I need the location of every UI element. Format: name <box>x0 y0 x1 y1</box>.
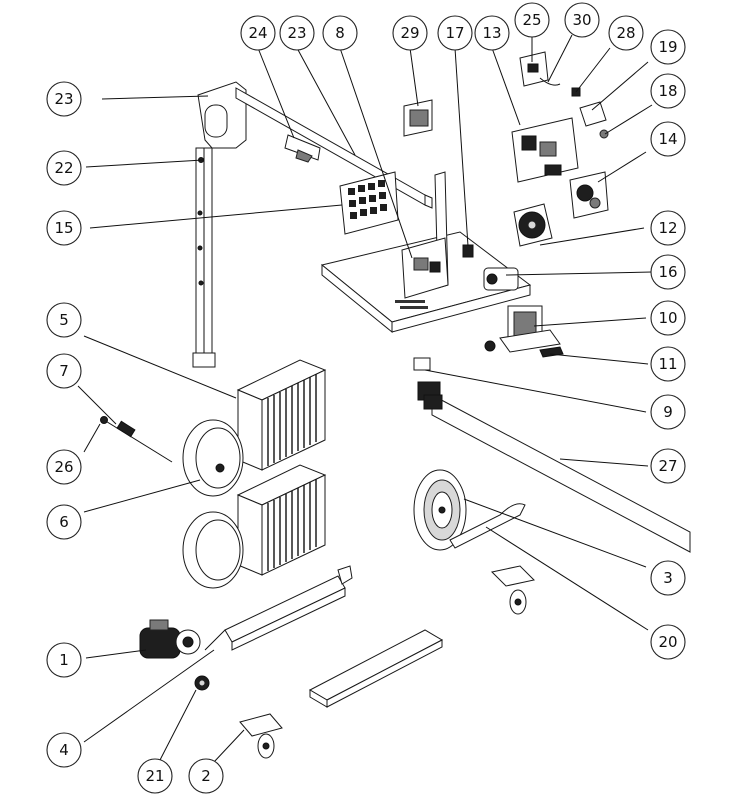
callout-14: 14 <box>650 121 686 157</box>
fan-shroud-upper <box>182 419 244 497</box>
callout-label: 24 <box>248 24 267 42</box>
cooling-fan <box>513 203 553 247</box>
callout-label: 16 <box>658 263 677 281</box>
callout-label: 7 <box>59 362 69 380</box>
callout-10: 10 <box>650 300 686 336</box>
callout-5: 5 <box>46 302 82 338</box>
top-rail <box>235 87 433 209</box>
callout-label: 29 <box>400 24 419 42</box>
label-plate <box>579 101 607 127</box>
frame-column <box>192 81 247 368</box>
fuse-holder <box>484 340 496 352</box>
callout-label: 5 <box>59 311 69 329</box>
callout-label: 10 <box>658 309 677 327</box>
pump <box>139 619 201 659</box>
callout-label: 13 <box>482 24 501 42</box>
callout-label: 12 <box>658 219 677 237</box>
callout-label: 2 <box>201 767 211 785</box>
callout-label: 4 <box>59 741 69 759</box>
transformer-small <box>403 99 433 137</box>
drive-bar <box>204 565 353 651</box>
caster-left <box>239 713 283 759</box>
relay <box>462 244 474 258</box>
flat-plate <box>308 629 444 708</box>
callout-label: 11 <box>658 355 677 373</box>
callout-label: 27 <box>658 457 677 475</box>
capacitor-board <box>569 171 609 219</box>
leader-lines <box>77 34 653 763</box>
callout-18: 18 <box>650 73 686 109</box>
callout-4: 4 <box>46 732 82 768</box>
callout-label: 19 <box>658 38 677 56</box>
callout-3: 3 <box>650 560 686 596</box>
temperature-probe <box>100 416 173 463</box>
callout-17: 17 <box>437 15 473 51</box>
callout-19: 19 <box>650 29 686 65</box>
terminal <box>539 346 564 358</box>
fan-shroud-lower <box>182 511 244 589</box>
callout-label: 23 <box>287 24 306 42</box>
callout-30: 30 <box>564 2 600 38</box>
callout-20: 20 <box>650 624 686 660</box>
callout-label: 21 <box>145 767 164 785</box>
callout-label: 1 <box>59 651 69 669</box>
callout-9: 9 <box>650 394 686 430</box>
condenser-coil-lower <box>236 464 327 576</box>
callout-7: 7 <box>46 353 82 389</box>
wheel <box>413 469 467 551</box>
callout-25: 25 <box>514 2 550 38</box>
callout-11: 11 <box>650 346 686 382</box>
transformer-main <box>499 305 561 353</box>
callout-27: 27 <box>650 448 686 484</box>
callout-29: 29 <box>392 15 428 51</box>
callout-13: 13 <box>474 15 510 51</box>
callout-2: 2 <box>188 758 224 794</box>
callout-label: 26 <box>54 458 73 476</box>
bracket <box>284 134 321 163</box>
callout-label: 6 <box>59 513 69 531</box>
callouts: 24 23 8 29 17 13 25 30 28 19 18 14 23 22… <box>46 2 686 794</box>
knob <box>599 129 609 139</box>
callout-28: 28 <box>608 15 644 51</box>
callout-label: 15 <box>54 219 73 237</box>
callout-23-top: 23 <box>279 15 315 51</box>
callout-1: 1 <box>46 642 82 678</box>
callout-label: 23 <box>54 90 73 108</box>
motor <box>483 267 519 291</box>
condenser-coil-upper <box>236 359 327 471</box>
callout-label: 17 <box>445 24 464 42</box>
small-gear <box>194 675 210 691</box>
callout-label: 28 <box>616 24 635 42</box>
caster-right <box>490 565 536 615</box>
callout-label: 22 <box>54 159 73 177</box>
long-tube <box>413 357 691 553</box>
callout-label: 8 <box>335 24 345 42</box>
callout-24: 24 <box>240 15 276 51</box>
control-board <box>401 237 449 299</box>
callout-label: 18 <box>658 82 677 100</box>
callout-12: 12 <box>650 210 686 246</box>
resistor-block <box>339 171 399 235</box>
callout-label: 25 <box>522 11 541 29</box>
display-board <box>519 51 549 87</box>
power-board <box>511 117 579 183</box>
callout-22: 22 <box>46 150 82 186</box>
callout-26: 26 <box>46 449 82 485</box>
callout-label: 30 <box>572 11 591 29</box>
callout-label: 20 <box>658 633 677 651</box>
callout-23-left: 23 <box>46 81 82 117</box>
callout-label: 14 <box>658 130 677 148</box>
callout-label: 9 <box>663 403 673 421</box>
callout-15: 15 <box>46 210 82 246</box>
callout-16: 16 <box>650 254 686 290</box>
callout-6: 6 <box>46 504 82 540</box>
callout-21: 21 <box>137 758 173 794</box>
callout-8: 8 <box>322 15 358 51</box>
callout-label: 3 <box>663 569 673 587</box>
